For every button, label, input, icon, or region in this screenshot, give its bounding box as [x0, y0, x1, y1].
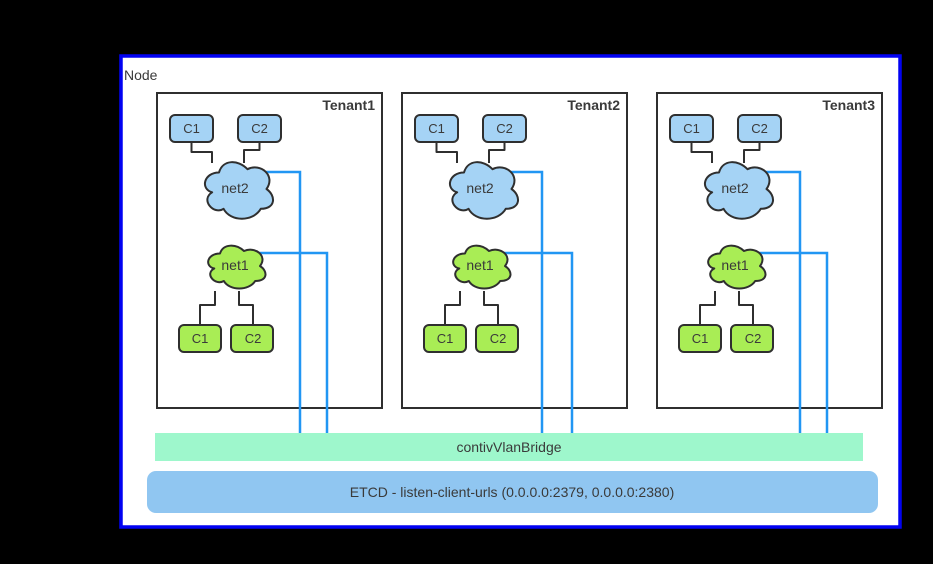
container-label: C2	[490, 331, 507, 346]
container-box-c1-bottom	[178, 324, 222, 353]
connector-line	[738, 291, 754, 325]
connector-line	[483, 291, 499, 325]
tenant-panel-2: Tenant2 net2 net1 C1 C2 C1 C2	[401, 92, 628, 433]
container-box-c2-bottom	[475, 324, 519, 353]
tenant-panel-3: Tenant3 net2 net1 C1 C2 C1 C2	[656, 92, 883, 433]
container-box-c1-bottom	[678, 324, 722, 353]
container-box-c2-top	[482, 114, 527, 143]
net2-bridge-link-line	[507, 170, 544, 433]
cloud-icon	[205, 162, 273, 219]
net2-bridge-link-line	[762, 170, 802, 433]
connector-line	[190, 142, 213, 163]
net1-label: net1	[466, 257, 493, 273]
net2-cloud-shape	[205, 162, 273, 219]
net1-bridge-link-line	[755, 251, 829, 433]
container-box-c1-bottom	[423, 324, 467, 353]
tenant-title: Tenant3	[822, 97, 875, 113]
container-label: C2	[751, 121, 768, 136]
container-label: C1	[428, 121, 445, 136]
net1-cloud-shape	[708, 246, 765, 289]
cloud-icon	[705, 162, 773, 219]
net2-label: net2	[721, 180, 748, 196]
connector-line	[699, 291, 716, 325]
container-label: C1	[683, 121, 700, 136]
connector-line	[488, 142, 506, 163]
connector-line	[435, 142, 458, 163]
net1-bridge-link-line	[255, 251, 329, 433]
etcd-bar	[147, 471, 878, 513]
connector-line	[743, 142, 761, 163]
net2-cloud-shape	[705, 162, 773, 219]
connector-line	[690, 142, 713, 163]
contiv-vlan-bridge-bar	[155, 433, 863, 461]
net1-label: net1	[721, 257, 748, 273]
cloud-icon	[450, 162, 518, 219]
tenant-box	[156, 92, 383, 409]
net2-bridge-link-line	[262, 170, 302, 433]
net2-label: net2	[466, 180, 493, 196]
tenant-title: Tenant2	[567, 97, 620, 113]
container-box-c2-bottom	[730, 324, 774, 353]
container-box-c1-top	[414, 114, 459, 143]
container-label: C1	[692, 331, 709, 346]
node-label: Node	[124, 67, 158, 83]
connector-line	[444, 291, 461, 325]
net2-cloud-shape	[450, 162, 518, 219]
etcd-label: ETCD - listen-client-urls (0.0.0.0:2379,…	[350, 484, 675, 500]
container-box-c2-top	[237, 114, 282, 143]
contiv-vlan-bridge-label: contivVlanBridge	[456, 439, 561, 455]
cloud-icon	[208, 246, 265, 289]
tenant-box	[401, 92, 628, 409]
net1-bridge-link-line	[500, 251, 574, 433]
net2-label: net2	[221, 180, 248, 196]
container-label: C1	[183, 121, 200, 136]
container-label: C2	[745, 331, 762, 346]
cloud-icon	[453, 246, 510, 289]
connector-line	[199, 291, 216, 325]
container-label: C2	[245, 331, 262, 346]
container-box-c2-top	[737, 114, 782, 143]
net1-label: net1	[221, 257, 248, 273]
tenant-title: Tenant1	[322, 97, 375, 113]
connector-line	[238, 291, 254, 325]
container-box-c1-top	[669, 114, 714, 143]
cloud-icon	[708, 246, 765, 289]
container-box-c1-top	[169, 114, 214, 143]
container-label: C1	[437, 331, 454, 346]
container-label: C2	[251, 121, 268, 136]
tenant-panel-1: Tenant1 net2 net1 C1 C2 C1 C2	[156, 92, 383, 433]
container-box-c2-bottom	[230, 324, 274, 353]
container-label: C2	[496, 121, 513, 136]
container-label: C1	[192, 331, 209, 346]
net1-cloud-shape	[453, 246, 510, 289]
connector-line	[243, 142, 261, 163]
net1-cloud-shape	[208, 246, 265, 289]
tenant-box	[656, 92, 883, 409]
